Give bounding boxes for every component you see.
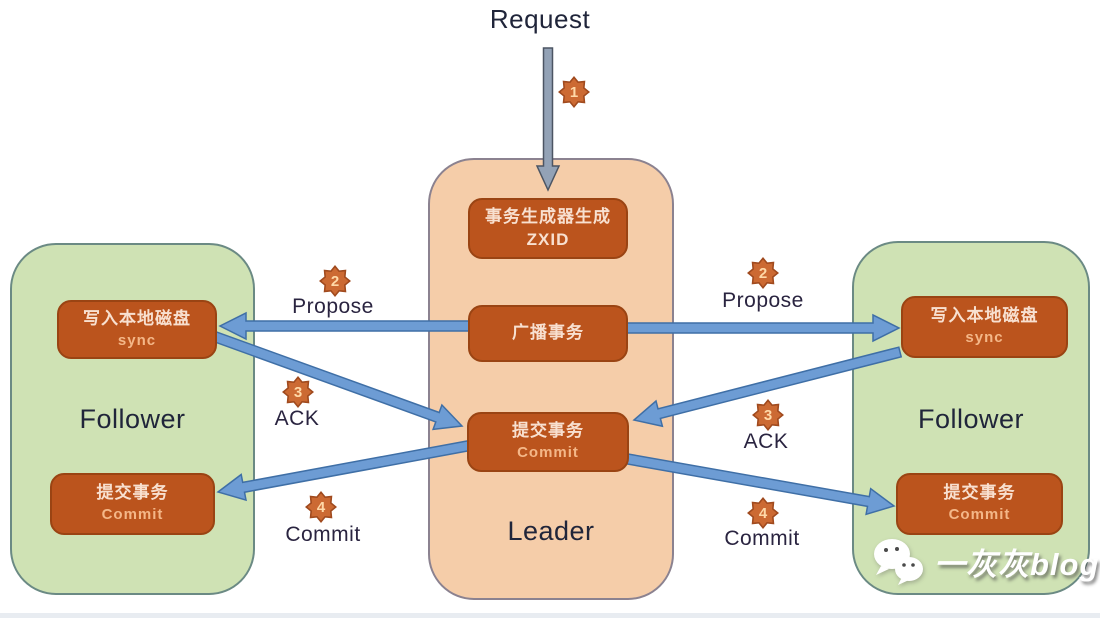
node-left-commit: 提交事务 Commit bbox=[50, 473, 215, 535]
node-right-commit-line2: Commit bbox=[948, 506, 1011, 524]
bottom-edge-line bbox=[0, 613, 1100, 618]
flow-label-propose-left: Propose bbox=[292, 295, 374, 318]
step-badge-1: 1 bbox=[558, 76, 590, 108]
arrow-ack-right bbox=[632, 346, 903, 428]
arrow-commit-left bbox=[216, 438, 480, 502]
step-badge-3-right: 3 bbox=[752, 399, 784, 431]
node-left-commit-line2: Commit bbox=[101, 506, 164, 524]
flow-label-ack-left: ACK bbox=[274, 407, 320, 430]
node-zxid-line2: ZXID bbox=[526, 229, 570, 249]
node-leader-commit-line2: Commit bbox=[517, 444, 579, 462]
node-leader-commit-line1: 提交事务 bbox=[512, 421, 584, 441]
follower-left-label: Follower bbox=[79, 404, 186, 434]
flow-label-propose-right: Propose bbox=[722, 289, 804, 312]
request-label: Request bbox=[489, 4, 591, 34]
watermark: 一灰灰blog bbox=[872, 536, 1099, 586]
step-badge-2-right: 2 bbox=[747, 257, 779, 289]
step-badge-2-left-number: 2 bbox=[321, 267, 349, 295]
step-badge-3-right-number: 3 bbox=[754, 401, 782, 429]
node-broadcast-label: 广播事务 bbox=[512, 323, 584, 343]
flow-label-commit-right: Commit bbox=[724, 527, 800, 550]
step-badge-2-left: 2 bbox=[319, 265, 351, 297]
node-left-sync: 写入本地磁盘 sync bbox=[57, 300, 217, 359]
step-badge-1-number: 1 bbox=[560, 78, 588, 106]
flow-label-commit-left: Commit bbox=[285, 523, 361, 546]
node-left-sync-line2: sync bbox=[117, 331, 157, 349]
request-arrow bbox=[535, 47, 561, 192]
step-badge-2-right-number: 2 bbox=[749, 259, 777, 287]
step-badge-4-right-number: 4 bbox=[749, 499, 777, 527]
node-right-commit: 提交事务 Commit bbox=[896, 473, 1063, 535]
node-left-commit-line1: 提交事务 bbox=[96, 483, 169, 503]
node-right-sync: 写入本地磁盘 sync bbox=[901, 296, 1068, 358]
step-badge-3-left: 3 bbox=[282, 376, 314, 408]
node-broadcast-transaction: 广播事务 bbox=[468, 305, 628, 362]
step-badge-4-left-number: 4 bbox=[307, 493, 335, 521]
flow-label-ack-right: ACK bbox=[743, 430, 789, 453]
arrow-propose-right bbox=[599, 313, 901, 343]
arrow-ack-left bbox=[210, 330, 464, 431]
node-right-commit-line1: 提交事务 bbox=[943, 483, 1016, 503]
leader-label: Leader bbox=[507, 516, 595, 546]
node-zxid-generate: 事务生成器生成 ZXID bbox=[468, 198, 628, 259]
node-right-sync-line1: 写入本地磁盘 bbox=[930, 306, 1039, 326]
watermark-text: 一灰灰blog bbox=[934, 546, 1100, 582]
arrow-commit-right bbox=[620, 452, 896, 516]
wechat-icon bbox=[874, 539, 923, 585]
node-left-sync-line1: 写入本地磁盘 bbox=[83, 308, 191, 328]
step-badge-3-left-number: 3 bbox=[284, 378, 312, 406]
follower-right-label: Follower bbox=[917, 404, 1025, 434]
arrow-propose-left bbox=[218, 311, 501, 341]
step-badge-4-left: 4 bbox=[305, 491, 337, 523]
step-badge-4-right: 4 bbox=[747, 497, 779, 529]
node-right-sync-line2: sync bbox=[965, 329, 1004, 347]
node-zxid-line1: 事务生成器生成 bbox=[485, 206, 611, 226]
node-leader-commit: 提交事务 Commit bbox=[467, 412, 629, 472]
